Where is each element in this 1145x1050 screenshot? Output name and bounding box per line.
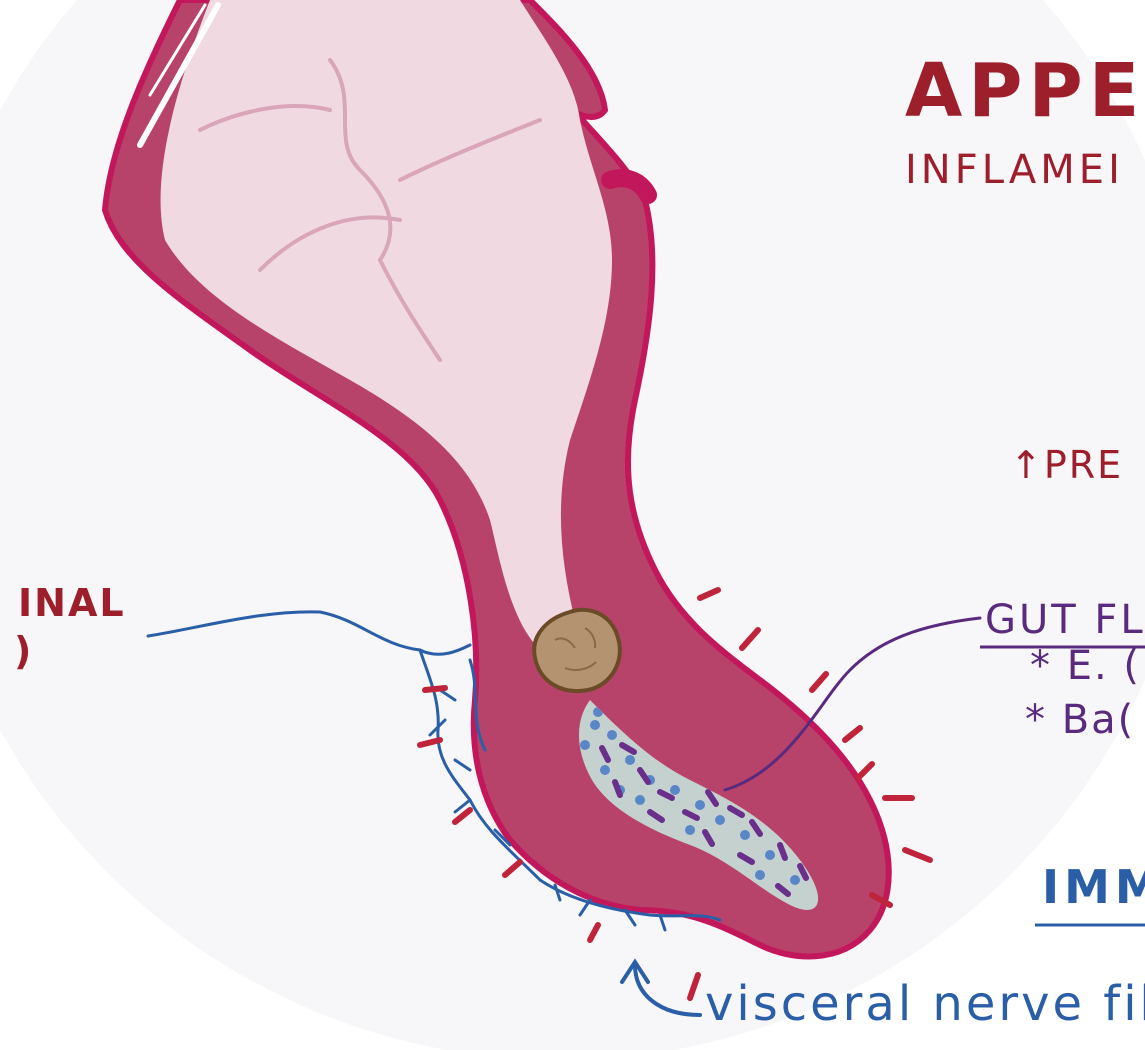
gut-flora-label: GUT FLO	[985, 600, 1145, 640]
left-label-fragment: INAL	[18, 584, 126, 622]
immune-label: IMM	[1042, 864, 1145, 910]
fecalith	[534, 610, 620, 691]
gut-flora-bullet-ecoli: * E. (	[1030, 646, 1141, 686]
pressure-label: ↑PRE	[1010, 446, 1123, 484]
page-title: APPEN	[905, 54, 1145, 128]
subtitle: INFLAMEI	[905, 150, 1124, 190]
left-label-fragment-2: )	[14, 632, 33, 670]
gut-flora-bullet-bacteroides: * Ba(	[1025, 700, 1135, 740]
visceral-nerve-label: visceral nerve fiber	[705, 980, 1145, 1028]
